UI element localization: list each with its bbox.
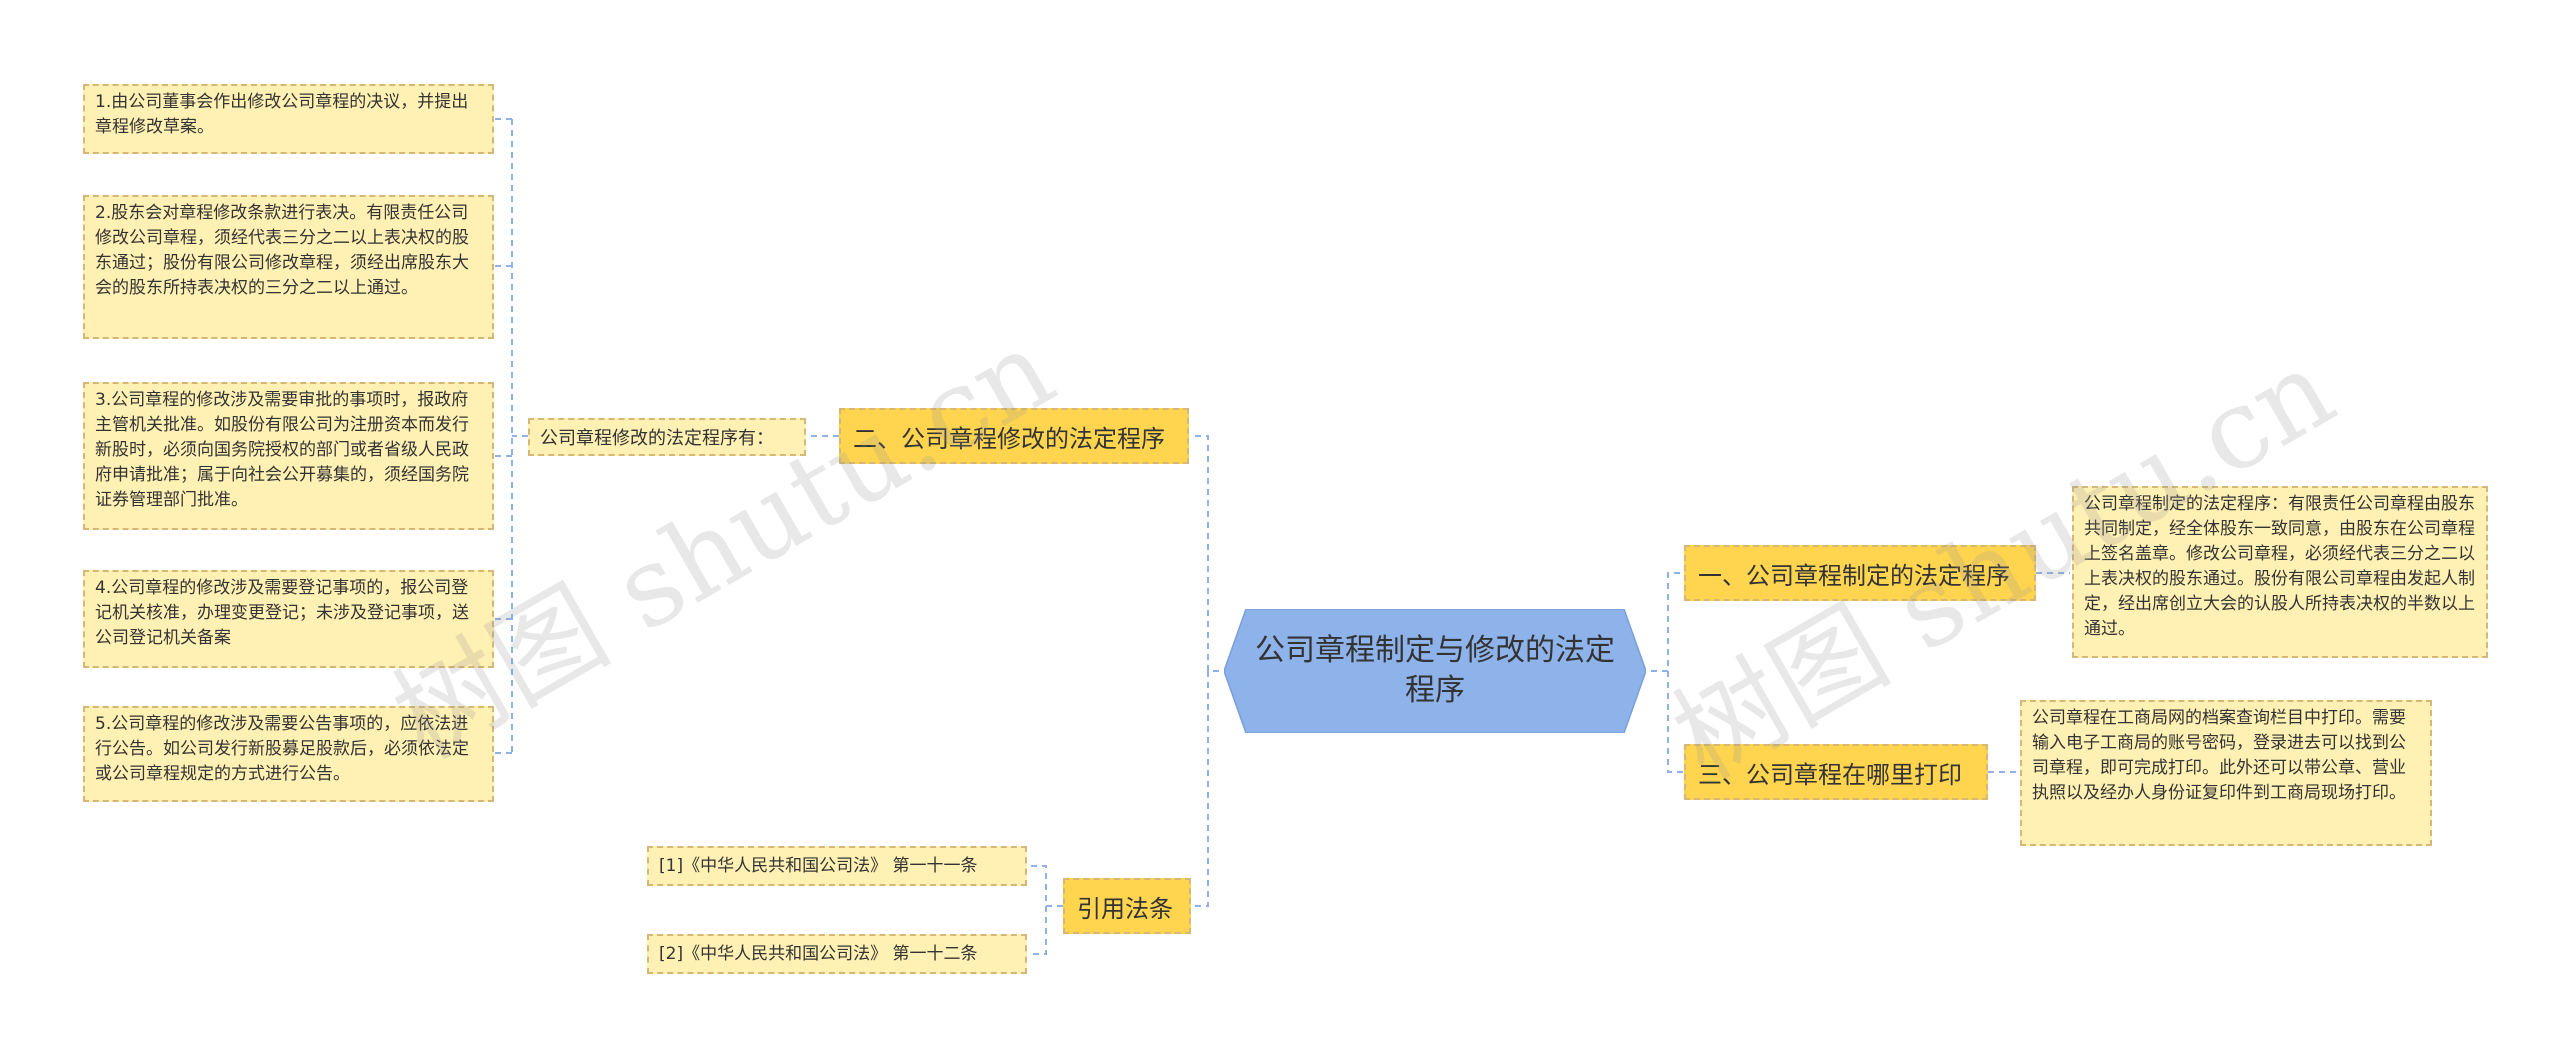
modify-step-4[interactable]: 4.公司章程的修改涉及需要登记事项的，报公司登记机关核准，办理变更登记；未涉及登…: [83, 570, 494, 668]
law-citation-1-text: [1]《中华人民共和国公司法》 第一十一条: [659, 855, 978, 876]
make-detail-text: 公司章程制定的法定程序：有限责任公司章程由股东共同制定，经全体股东一致同意，由股…: [2084, 494, 2475, 639]
modify-step-2-text: 2.股东会对章程修改条款进行表决。有限责任公司修改公司章程，须经代表三分之二以上…: [95, 203, 469, 298]
modify-step-3-text: 3.公司章程的修改涉及需要审批的事项时，报政府主管机关批准。如股份有限公司为注册…: [95, 390, 469, 510]
law-citation-2-text: [2]《中华人民共和国公司法》 第一十二条: [659, 943, 978, 964]
make-procedure-detail[interactable]: 公司章程制定的法定程序：有限责任公司章程由股东共同制定，经全体股东一致同意，由股…: [2072, 486, 2488, 658]
link-law-item2: [1028, 906, 1047, 955]
link-law-item1: [1028, 865, 1063, 907]
root-label: 公司章程制定与修改的法定程序: [1255, 633, 1615, 708]
modify-intro-label: 公司章程修改的法定程序有：: [540, 428, 774, 449]
law-citation-2[interactable]: [2]《中华人民共和国公司法》 第一十二条: [647, 934, 1027, 974]
print-detail-text: 公司章程在工商局网的档案查询栏目中打印。需要输入电子工商局的账号密码，登录进去可…: [2032, 708, 2406, 803]
modify-procedure-intro[interactable]: 公司章程修改的法定程序有：: [528, 418, 806, 456]
branch-law-label: 引用法条: [1077, 894, 1173, 923]
modify-step-2[interactable]: 2.股东会对章程修改条款进行表决。有限责任公司修改公司章程，须经代表三分之二以上…: [83, 195, 494, 339]
branch-modify-label: 二、公司章程修改的法定程序: [853, 424, 1165, 453]
modify-step-1-text: 1.由公司董事会作出修改公司章程的决议，并提出章程修改草案。: [95, 92, 469, 137]
link-root-law: [1190, 671, 1209, 907]
root-shape: [1224, 609, 1646, 733]
root-node[interactable]: 公司章程制定与修改的法定程序: [1224, 609, 1646, 733]
branch-print-label: 三、公司章程在哪里打印: [1698, 760, 1962, 789]
law-citation-1[interactable]: [1]《中华人民共和国公司法》 第一十一条: [647, 846, 1027, 886]
modify-step-4-text: 4.公司章程的修改涉及需要登记事项的，报公司登记机关核准，办理变更登记；未涉及登…: [95, 578, 469, 648]
branch-cited-law[interactable]: 引用法条: [1063, 878, 1191, 934]
print-location-detail[interactable]: 公司章程在工商局网的档案查询栏目中打印。需要输入电子工商局的账号密码，登录进去可…: [2020, 700, 2432, 846]
branch-make-procedure[interactable]: 一、公司章程制定的法定程序: [1684, 545, 2036, 601]
modify-step-1[interactable]: 1.由公司董事会作出修改公司章程的决议，并提出章程修改草案。: [83, 84, 494, 154]
modify-step-3[interactable]: 3.公司章程的修改涉及需要审批的事项时，报政府主管机关批准。如股份有限公司为注册…: [83, 382, 494, 530]
link-root-make: [1640, 572, 1684, 672]
link-root-print: [1667, 671, 1684, 773]
branch-print-location[interactable]: 三、公司章程在哪里打印: [1684, 744, 1988, 800]
modify-step-5[interactable]: 5.公司章程的修改涉及需要公告事项的，应依法进行公告。如公司发行新股募足股款后，…: [83, 706, 494, 802]
branch-modify-procedure[interactable]: 二、公司章程修改的法定程序: [839, 408, 1189, 464]
link-root-modify: [1190, 435, 1230, 672]
branch-make-label: 一、公司章程制定的法定程序: [1698, 561, 2010, 590]
modify-step-5-text: 5.公司章程的修改涉及需要公告事项的，应依法进行公告。如公司发行新股募足股款后，…: [95, 714, 469, 784]
